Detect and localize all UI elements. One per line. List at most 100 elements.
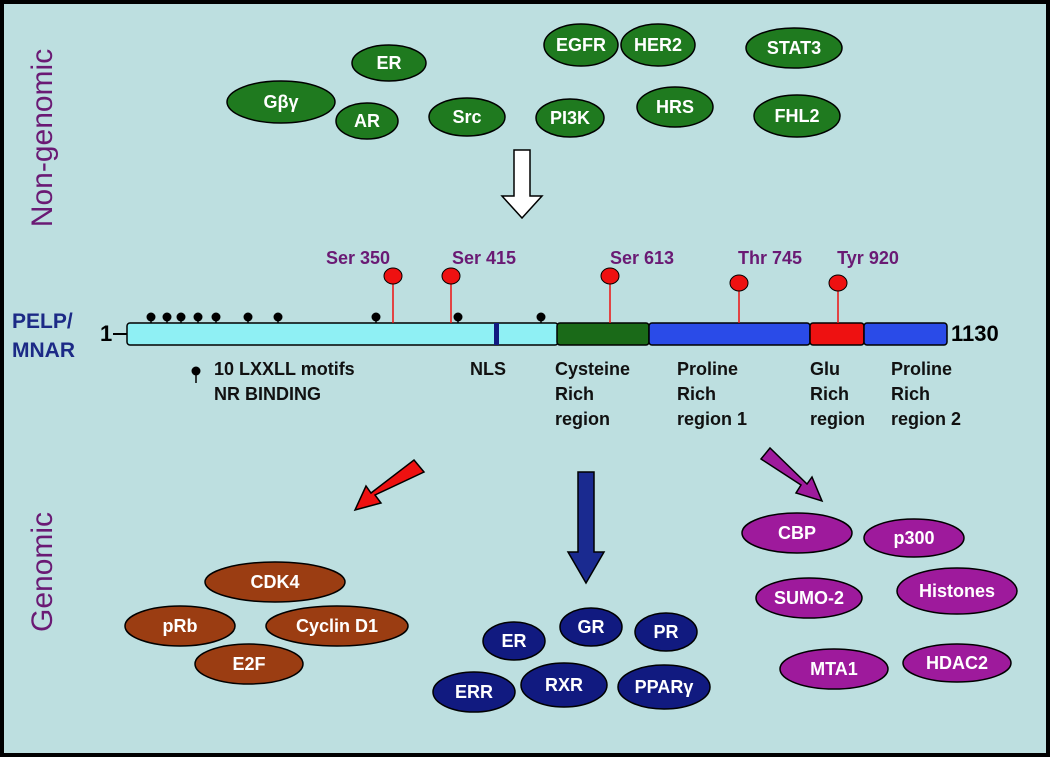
white-down-arrow [500, 149, 544, 220]
partner-label: RXR [545, 675, 583, 695]
pro1-label-2: Rich [677, 384, 716, 404]
partner-node-rxr: RXR [520, 662, 608, 708]
pro2-label-1: Proline [891, 359, 952, 379]
blue-arrow [566, 471, 606, 585]
partner-label: E2F [232, 654, 265, 674]
partner-node-pi3k: PI3K [535, 98, 605, 138]
partner-ellipse [543, 23, 619, 67]
coregulator-partners: CBP p300 SUMO-2 Histones MTA1 HDAC2 [741, 512, 1018, 690]
lxxll-pin [146, 312, 156, 323]
partner-ellipse [559, 607, 623, 647]
domain-lxxll [126, 322, 559, 346]
partner-label: Gβγ [264, 92, 299, 112]
partner-ellipse [745, 27, 843, 69]
phospho-sites: Ser 350 Ser 415 Ser 613 Thr 745 Tyr 920 [326, 248, 899, 323]
partner-node-er: ER [351, 44, 427, 82]
nuclear-receptor-partners: ER GR PR ERR RXR PPARγ [432, 607, 711, 713]
partner-node-cbp: CBP [741, 512, 853, 554]
lxxll-pin [162, 312, 172, 323]
partner-label: AR [354, 111, 380, 131]
domain-cysteine-rich [556, 322, 650, 346]
lxxll-pin [453, 312, 463, 323]
phospho-label: Ser 415 [452, 248, 516, 268]
partner-ellipse [535, 98, 605, 138]
lxxll-pin [536, 312, 546, 323]
partner-node-e2f: E2F [194, 643, 304, 685]
partner-ellipse [617, 664, 711, 710]
partner-label: pRb [163, 616, 198, 636]
partner-ellipse [124, 605, 236, 647]
glu-label-1: Glu [810, 359, 840, 379]
lxxll-motif-pins [146, 312, 546, 323]
partner-node-gbetagamma: Gβγ [226, 80, 336, 124]
cell-cycle-partners: CDK4 pRb Cyclin D1 E2F [124, 561, 409, 685]
partner-node-p300: p300 [863, 518, 965, 558]
cys-label-1: Cysteine [555, 359, 630, 379]
partner-ellipse [741, 512, 853, 554]
partner-ellipse [335, 102, 399, 140]
phospho-site-thr745: Thr 745 [729, 248, 802, 323]
partner-node-cdk4: CDK4 [204, 561, 346, 603]
lxxll-legend-pin [191, 366, 201, 383]
phospho-site-ser613: Ser 613 [600, 248, 674, 323]
partner-ellipse [428, 97, 506, 137]
domain-nls [494, 323, 499, 345]
phospho-site-ser415: Ser 415 [441, 248, 516, 323]
protein-start-number: 1 [100, 321, 112, 346]
partner-node-her2: HER2 [620, 23, 696, 67]
phospho-label: Thr 745 [738, 248, 802, 268]
partner-node-cyclin-d1: Cyclin D1 [265, 605, 409, 647]
partner-node-mta1: MTA1 [779, 648, 889, 690]
protein-name-line1: PELP/ [12, 310, 73, 333]
genomic-label: Genomic [26, 512, 59, 632]
partner-node-err: ERR [432, 671, 516, 713]
lxxll-pin [243, 312, 253, 323]
phospho-marker [383, 267, 403, 285]
purple-arrow [759, 446, 824, 503]
partner-label: Histones [919, 581, 995, 601]
phospho-label: Ser 613 [610, 248, 674, 268]
partner-ellipse [620, 23, 696, 67]
lxxll-label: 10 LXXLL motifs [214, 359, 355, 379]
partner-node-histones: Histones [896, 567, 1018, 615]
partner-ellipse [265, 605, 409, 647]
partner-label: GR [578, 617, 605, 637]
protein-name-line2: MNAR [12, 339, 75, 362]
partner-label: MTA1 [810, 659, 858, 679]
partner-ellipse [753, 94, 841, 138]
partner-node-hdac2: HDAC2 [902, 643, 1012, 683]
partner-label: Src [452, 107, 481, 127]
glu-label-2: Rich [810, 384, 849, 404]
lxxll-pin [193, 312, 203, 323]
partner-node-fhl2: FHL2 [753, 94, 841, 138]
pro1-label-3: region 1 [677, 409, 747, 429]
phospho-marker [441, 267, 461, 285]
partner-label: PR [653, 622, 678, 642]
partner-node-ar: AR [335, 102, 399, 140]
partner-ellipse [351, 44, 427, 82]
pro2-label-3: region 2 [891, 409, 961, 429]
lxxll-pin [273, 312, 283, 323]
partner-ellipse [432, 671, 516, 713]
partner-node-src: Src [428, 97, 506, 137]
partner-label: p300 [893, 528, 934, 548]
phospho-label: Tyr 920 [837, 248, 899, 268]
phospho-marker [729, 274, 749, 292]
partner-ellipse [226, 80, 336, 124]
partner-label: HER2 [634, 35, 682, 55]
partner-ellipse [902, 643, 1012, 683]
partner-node-prb: pRb [124, 605, 236, 647]
partner-ellipse [634, 612, 698, 652]
red-arrow [353, 458, 426, 512]
pro2-label-2: Rich [891, 384, 930, 404]
partner-label: ER [376, 53, 401, 73]
partner-node-ppargamma: PPARγ [617, 664, 711, 710]
pro1-label-1: Proline [677, 359, 738, 379]
partner-node-er-genomic: ER [482, 621, 546, 661]
partner-label: PPARγ [635, 677, 694, 697]
phospho-site-ser350: Ser 350 [326, 248, 403, 323]
cys-label-3: region [555, 409, 610, 429]
partner-node-hrs: HRS [636, 86, 714, 128]
